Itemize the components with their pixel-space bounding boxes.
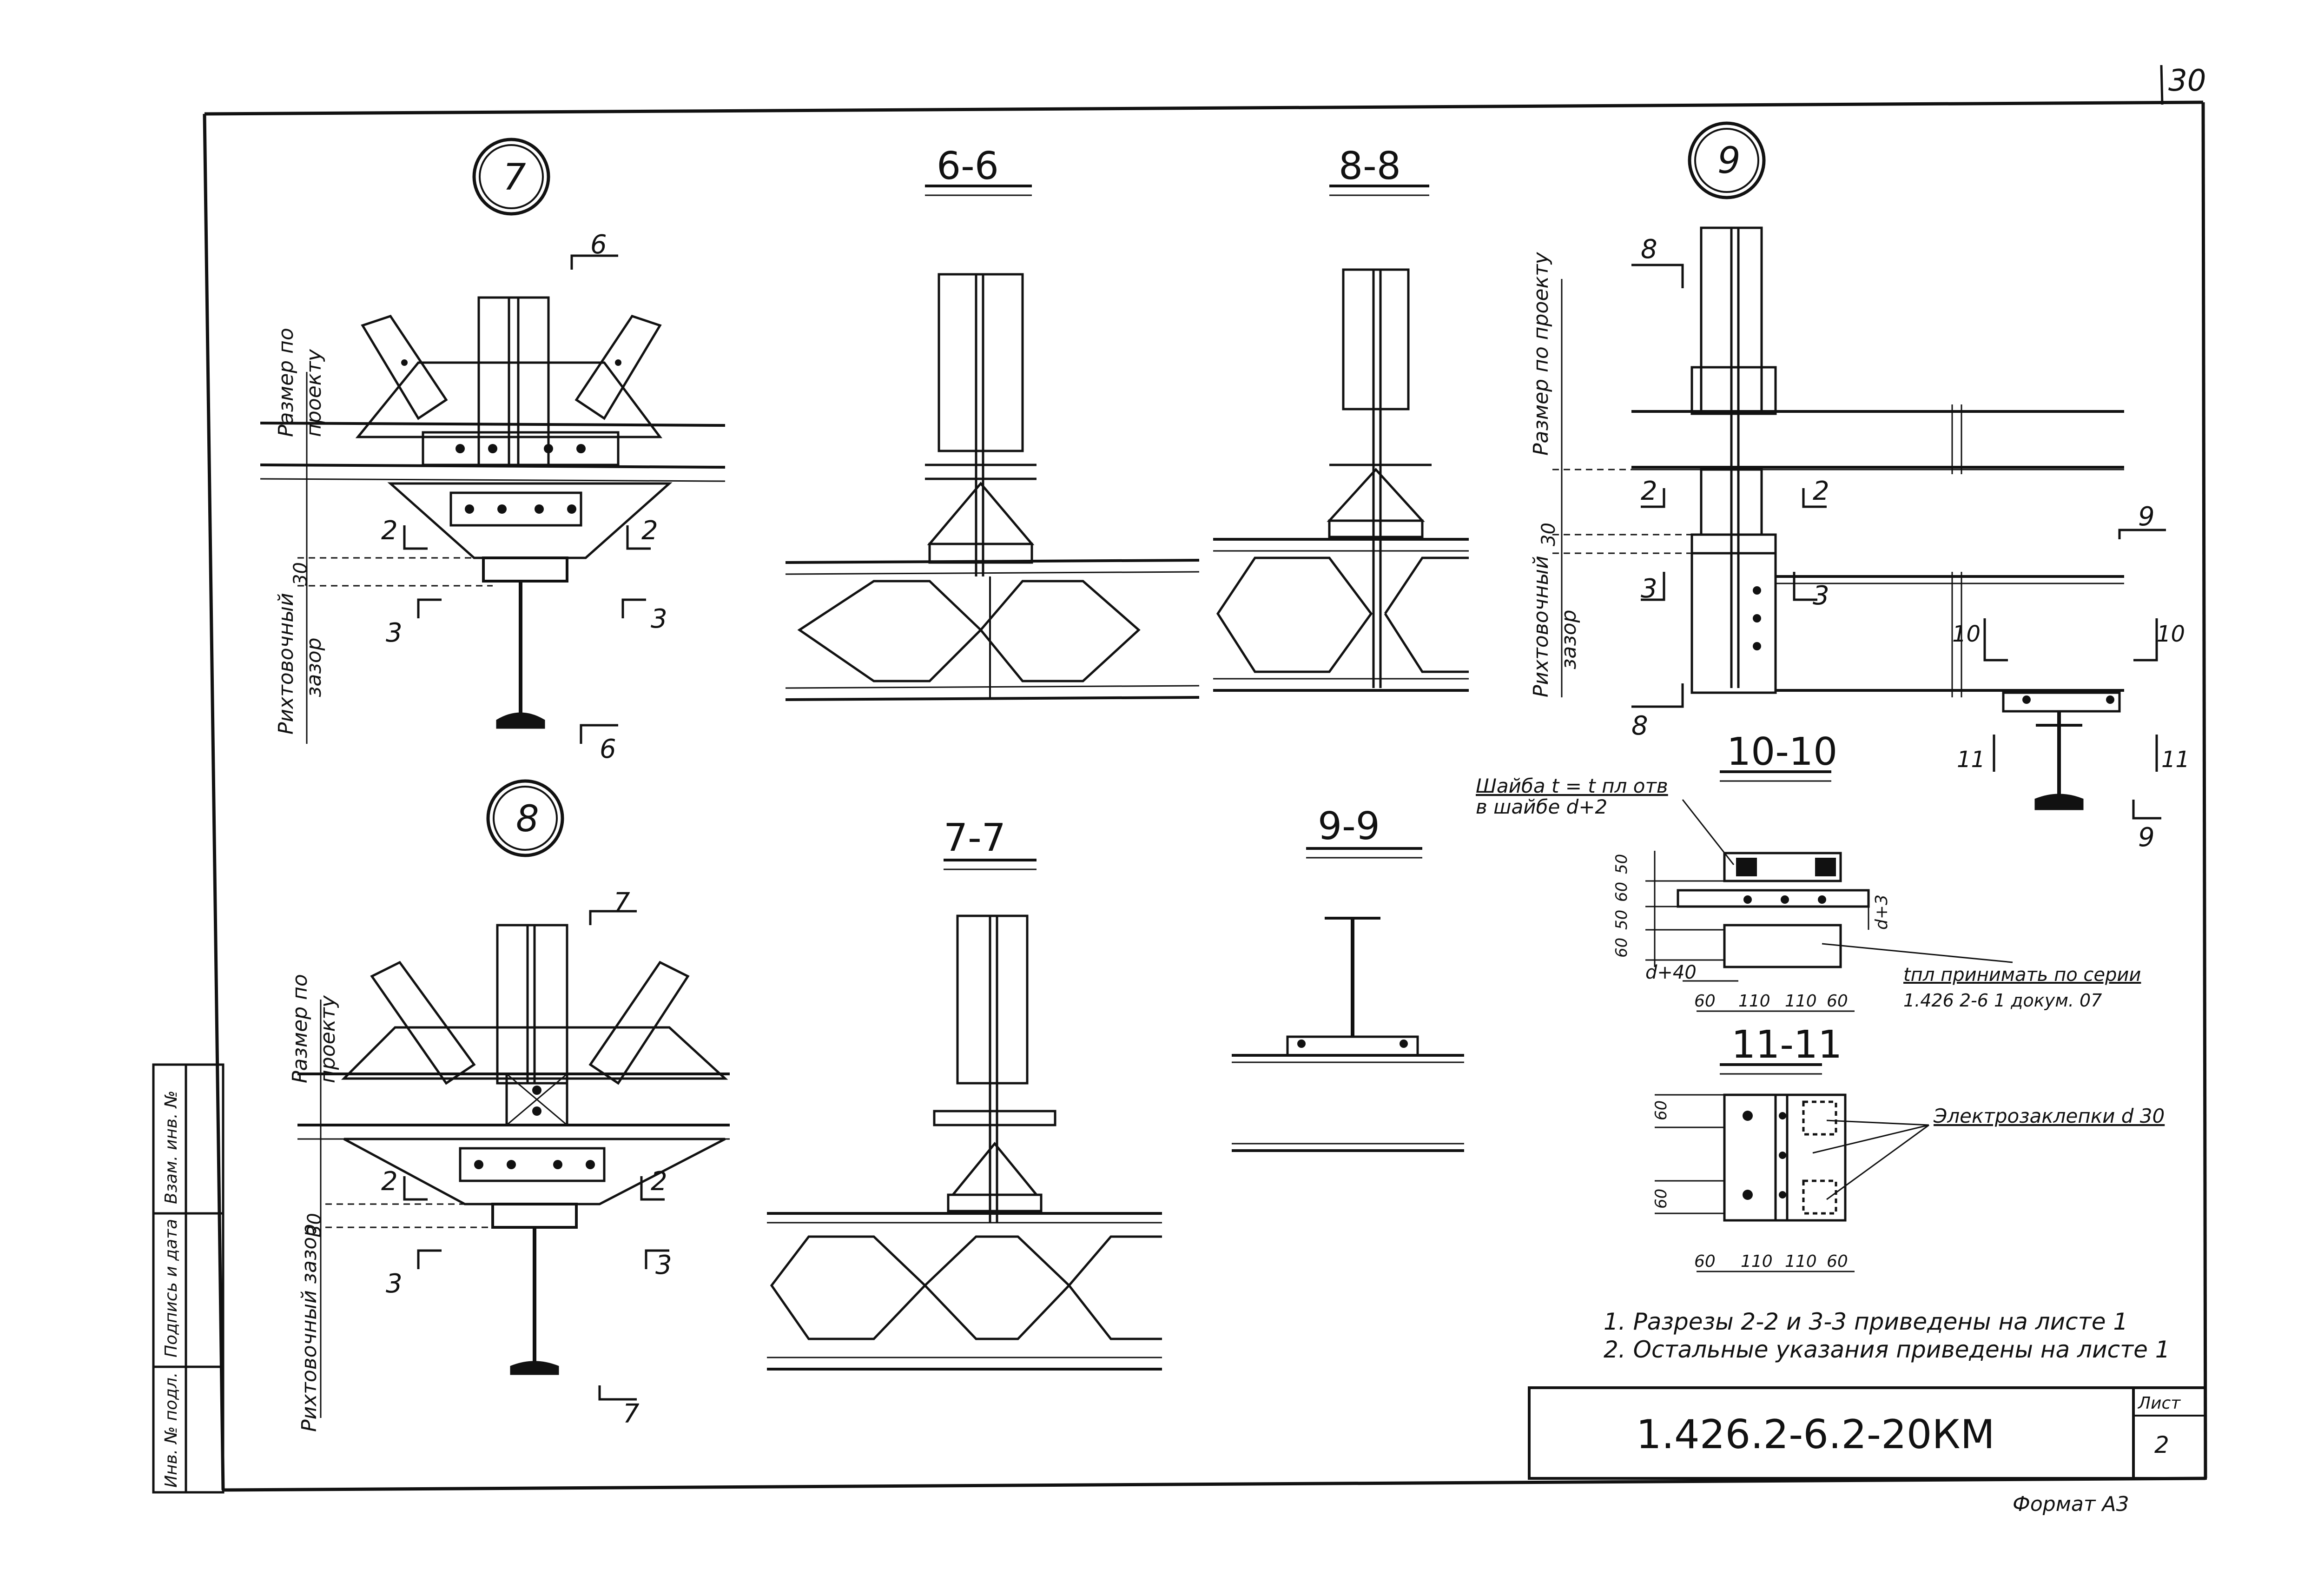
title-block-sheet-number: 2: [2154, 1431, 2169, 1458]
section-7-7-drawing: [767, 859, 1162, 1371]
title-block-sheet-label: Лист: [2137, 1394, 2181, 1413]
cut-mark-2-right-8: 2: [651, 1166, 667, 1197]
section-10-10-drawing: [1645, 770, 2013, 1012]
cut-mark-6-top: 6: [590, 230, 607, 260]
cut-mark-2-right-9: 2: [1813, 476, 1829, 506]
cut-mark-2-left-8: 2: [381, 1166, 398, 1197]
cut-mark-2-left-9: 2: [1641, 476, 1657, 506]
cut-mark-3-left-9: 3: [1641, 574, 1657, 604]
cut-mark-8-bottom: 8: [1631, 711, 1648, 741]
dim-10-c: 60: [1612, 938, 1631, 958]
side-stamp: [152, 1063, 224, 1494]
dim-11-b: 60: [1652, 1189, 1670, 1209]
node-9-drawing: [1552, 121, 2166, 820]
section-title-6-6: 6-6: [937, 144, 999, 188]
cut-mark-6-bottom: 6: [600, 734, 616, 764]
section-title-8-8: 8-8: [1339, 144, 1401, 188]
cut-mark-9-bottom: 9: [2138, 822, 2155, 853]
dim-10-bottom-1: 60: [1694, 992, 1716, 1011]
node-8-drawing: [297, 779, 730, 1418]
dim-11-a: 60: [1652, 1100, 1670, 1120]
format-label: Формат А3: [2013, 1492, 2129, 1516]
cut-mark-3-left-8: 3: [386, 1269, 403, 1299]
dim-10-d: 50: [1612, 910, 1631, 930]
plate-note-line1: tпл принимать по серии: [1903, 964, 2141, 986]
node-7-drawing: [260, 138, 726, 744]
note-2: 2. Остальные указания приведены на листе…: [1604, 1336, 2170, 1363]
cut-mark-10-left: 10: [1952, 621, 1981, 647]
label-dim-30-7: 30: [290, 562, 311, 586]
section-title-9-9: 9-9: [1318, 804, 1380, 848]
cut-mark-9-top: 9: [2138, 502, 2155, 532]
label-mount-gap-9b: зазор: [1557, 609, 1581, 669]
note-1: 1. Разрезы 2-2 и 3-3 приведены на листе …: [1604, 1308, 2128, 1335]
dim-10-bottom-3: 110: [1785, 992, 1817, 1011]
label-mount-gap-9a: Рихтовочный: [1529, 556, 1553, 697]
dim-11-bottom-3: 110: [1785, 1252, 1817, 1271]
label-mount-gap-7a: Рихтовочный: [274, 593, 298, 735]
title-block: [1528, 1386, 2207, 1480]
cut-mark-11-right: 11: [2161, 747, 2190, 773]
label-size-project-7b: проекту: [302, 349, 326, 437]
label-dim-30-9: 30: [1538, 523, 1559, 546]
weld-note: Электрозаклепки d 30: [1933, 1105, 2165, 1127]
cut-mark-3-right-8: 3: [655, 1250, 672, 1280]
section-title-10-10: 10-10: [1727, 730, 1837, 774]
dim-10-bottom-2: 110: [1738, 992, 1770, 1011]
cut-mark-11-left: 11: [1957, 747, 1985, 773]
dim-11-bottom-2: 110: [1741, 1252, 1773, 1271]
cut-mark-3-left: 3: [386, 618, 403, 648]
washer-note-line1: Шайба t = t пл отв: [1476, 775, 1668, 797]
label-size-project-7a: Размер по: [274, 328, 298, 437]
section-6-6-drawing: [785, 185, 1200, 701]
label-size-project-8a: Размер по: [288, 974, 312, 1083]
label-mount-gap-8: Рихтовочный зазор: [297, 1224, 321, 1432]
cut-mark-8-top: 8: [1641, 234, 1657, 265]
dim-11-bottom-1: 60: [1694, 1252, 1716, 1271]
cut-mark-2-right: 2: [641, 516, 658, 546]
stamp-inv-original: Инв. № подл.: [162, 1372, 181, 1488]
cut-mark-2-left: 2: [381, 516, 398, 546]
stamp-replaced-inv: Взам. инв. №: [162, 1091, 181, 1204]
section-title-11-11: 11-11: [1731, 1023, 1842, 1067]
cut-mark-7-bottom: 7: [623, 1399, 640, 1429]
washer-note-line2: в шайбе d+2: [1476, 795, 1607, 818]
section-9-9-drawing: [1232, 847, 1464, 1152]
title-block-code: 1.426.2-6.2-20КМ: [1636, 1411, 1995, 1458]
dim-10-d-plus-3: d+3: [1872, 894, 1891, 930]
section-11-11-drawing: [1655, 1063, 1929, 1272]
sheet-frame: [203, 65, 2207, 1492]
dim-10-b: 60: [1612, 882, 1631, 902]
dim-10-bottom-4: 60: [1827, 992, 1848, 1011]
cut-mark-7-top: 7: [614, 887, 630, 918]
label-mount-gap-7b: зазор: [302, 637, 326, 697]
stamp-signature-date: Подпись и дата: [162, 1219, 181, 1357]
cut-mark-3-right-9: 3: [1813, 581, 1829, 611]
cut-mark-10-right: 10: [2157, 621, 2185, 647]
plate-note-line2: 1.426 2-6 1 докум. 07: [1903, 990, 2102, 1011]
label-size-project-9: Размер по проекту: [1529, 252, 1553, 456]
corner-sheet-number: 30: [2168, 64, 2206, 98]
section-title-7-7: 7-7: [944, 816, 1006, 860]
dim-10-d-plus-40: d+40: [1645, 962, 1697, 983]
callout-node-8: 8: [516, 798, 539, 840]
callout-node-7: 7: [503, 157, 526, 199]
label-size-project-8b: проекту: [316, 995, 340, 1083]
callout-node-9: 9: [1717, 140, 1741, 182]
section-8-8-drawing: [1213, 185, 1469, 692]
cut-mark-3-right: 3: [651, 604, 667, 634]
dim-10-a: 50: [1612, 854, 1631, 874]
dim-11-bottom-4: 60: [1827, 1252, 1848, 1271]
label-dim-30-8: 30: [304, 1213, 325, 1237]
